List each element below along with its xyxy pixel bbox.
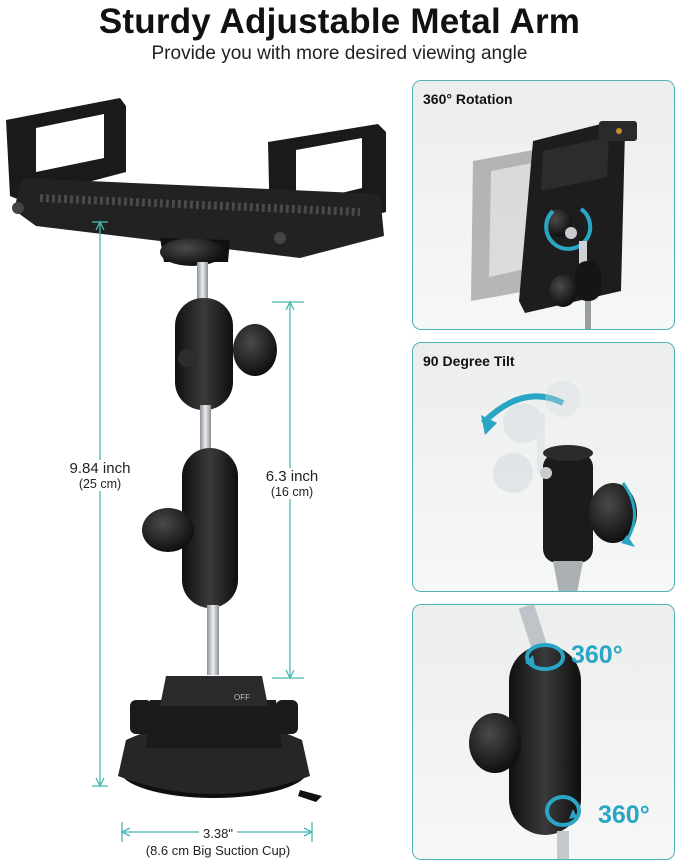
total-height-cm: (25 cm) [78, 477, 122, 491]
upper-rod [197, 262, 208, 304]
rotation-panel: 360° Rotation [412, 80, 675, 330]
total-height-inch: 9.84 inch [69, 460, 131, 477]
top-rotation-label: 360° [571, 641, 623, 669]
arm-height-label: 6.3 inch (16 cm) [242, 468, 342, 499]
arm-height-cm: (16 cm) [270, 485, 314, 499]
upper-joint [175, 298, 277, 410]
base-width-cm: (8.6 cm Big Suction Cup) [145, 843, 291, 858]
dual-rotation-illustration [469, 605, 581, 859]
rotation-illustration [471, 121, 637, 329]
tilt-panel: 90 Degree Tilt [412, 342, 675, 592]
base-width-inch: 3.38" [199, 826, 237, 841]
tablet-clamp [6, 98, 386, 266]
middle-rod [200, 405, 211, 453]
page-subtitle: Provide you with more desired viewing an… [151, 43, 528, 64]
upper-knob [233, 324, 277, 376]
tilt-panel-title: 90 Degree Tilt [423, 353, 515, 369]
product-illustration: OFF [6, 98, 386, 842]
lower-joint [142, 448, 238, 608]
lower-knob [142, 508, 194, 552]
base-width-label: 3.38" (8.6 cm Big Suction Cup) [120, 825, 316, 858]
dual-rotation-panel: 360° 360° [412, 604, 675, 860]
bottom-rotation-label: 360° [598, 801, 650, 829]
suction-cup-base: OFF [118, 676, 322, 802]
arm-height-inch: 6.3 inch [265, 468, 319, 485]
rotation-panel-title: 360° Rotation [423, 91, 513, 107]
page-title: Sturdy Adjustable Metal Arm [98, 2, 581, 41]
tilt-illustration [480, 381, 637, 591]
lower-rod [207, 605, 219, 675]
base-switch-label: OFF [234, 693, 250, 702]
total-height-label: 9.84 inch (25 cm) [50, 460, 150, 491]
